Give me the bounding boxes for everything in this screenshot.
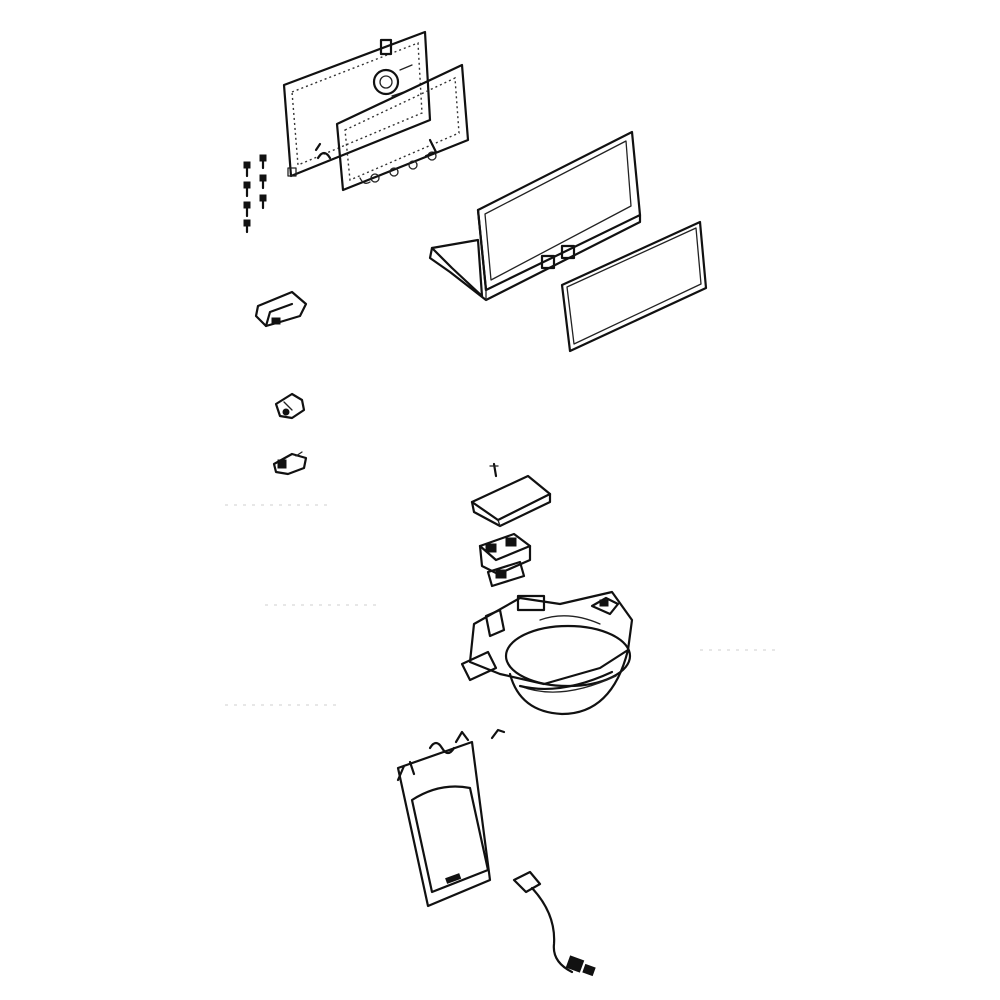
screw [243,201,251,218]
mounting-screws [243,154,267,234]
small-clip-upper [254,290,308,328]
display-cover-plate [560,220,708,353]
small-clip-middle [274,392,306,420]
screw [243,219,251,234]
dispenser-actuator-lever [396,728,506,908]
ice-chute-assembly [460,590,634,716]
dispenser-front-housing [428,130,642,302]
small-spring [489,462,499,478]
guide-marks [225,504,780,706]
rear-cover-panel [282,30,432,178]
screw [259,174,267,190]
screw [243,181,251,198]
wire-harness [512,870,596,977]
screw [243,161,251,178]
screw [259,194,267,210]
control-circuit-board [335,63,470,192]
switch-assembly [478,532,532,588]
cover-plate [470,474,552,528]
screw [259,154,267,170]
small-clip-lower [272,451,308,476]
